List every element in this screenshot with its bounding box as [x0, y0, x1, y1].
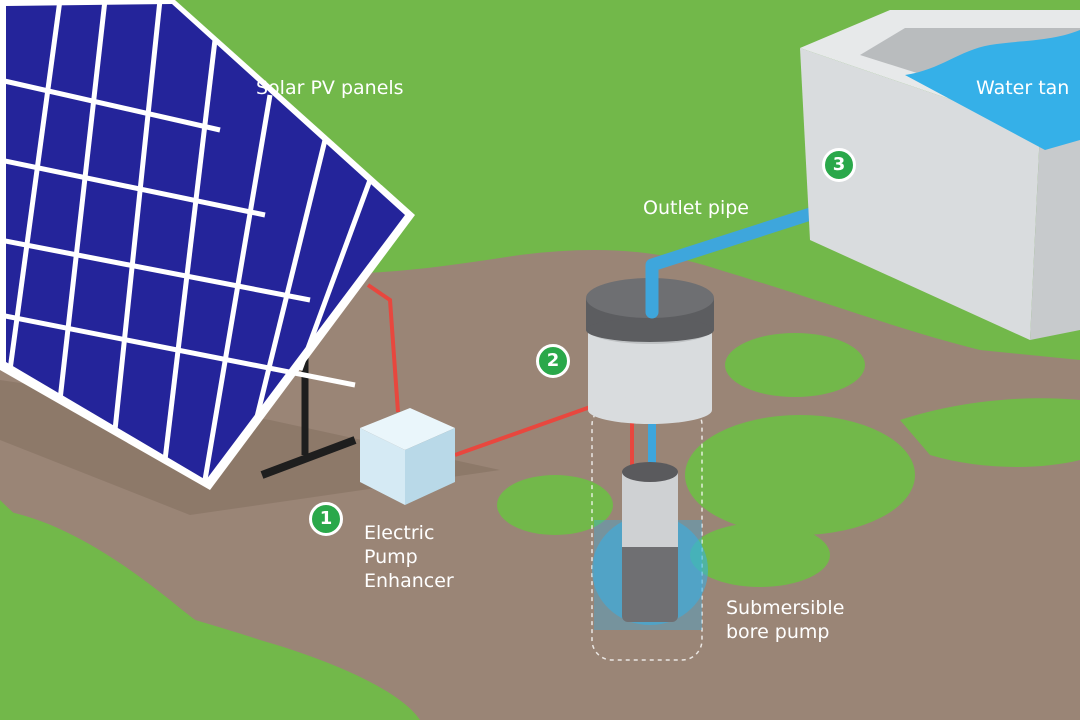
bore-pump-label-line: bore pump [726, 620, 830, 643]
grass-island [685, 415, 915, 535]
outlet-pipe-label: Outlet pipe [643, 197, 749, 219]
outlet-pipe [645, 183, 892, 319]
grass-island [497, 475, 613, 535]
grass-island [690, 523, 830, 587]
water-tank [800, 10, 1080, 340]
tank-water [905, 30, 1080, 150]
step-1-badge: 1 [309, 502, 343, 536]
solar-panels-label: Solar PV panels [256, 77, 404, 99]
pump-enhancer-label-line: Pump [364, 545, 418, 568]
pump-enhancer-label-line: Electric [364, 522, 435, 544]
water-tank-label: Water tan [976, 77, 1070, 99]
grass-island [725, 333, 865, 397]
step-3-badge: 3 [822, 148, 856, 182]
bore-pump-label-line: Submersible [726, 597, 845, 619]
submersible-pump [622, 462, 678, 622]
panel-stand-base [260, 436, 357, 479]
step-2-badge: 2 [536, 344, 570, 378]
pump-enhancer-box [360, 408, 455, 505]
controller-wire [454, 398, 611, 457]
solar-panel [0, 0, 415, 490]
panel-wire [366, 283, 400, 413]
pump-enhancer-label: Electric Pump Enhancer [364, 522, 454, 593]
pump-enhancer-label-line: Enhancer [364, 569, 454, 592]
grass-island-right [900, 398, 1080, 467]
bore-pump-label: Submersible bore pump [726, 597, 844, 645]
grass-island-left [0, 510, 380, 720]
